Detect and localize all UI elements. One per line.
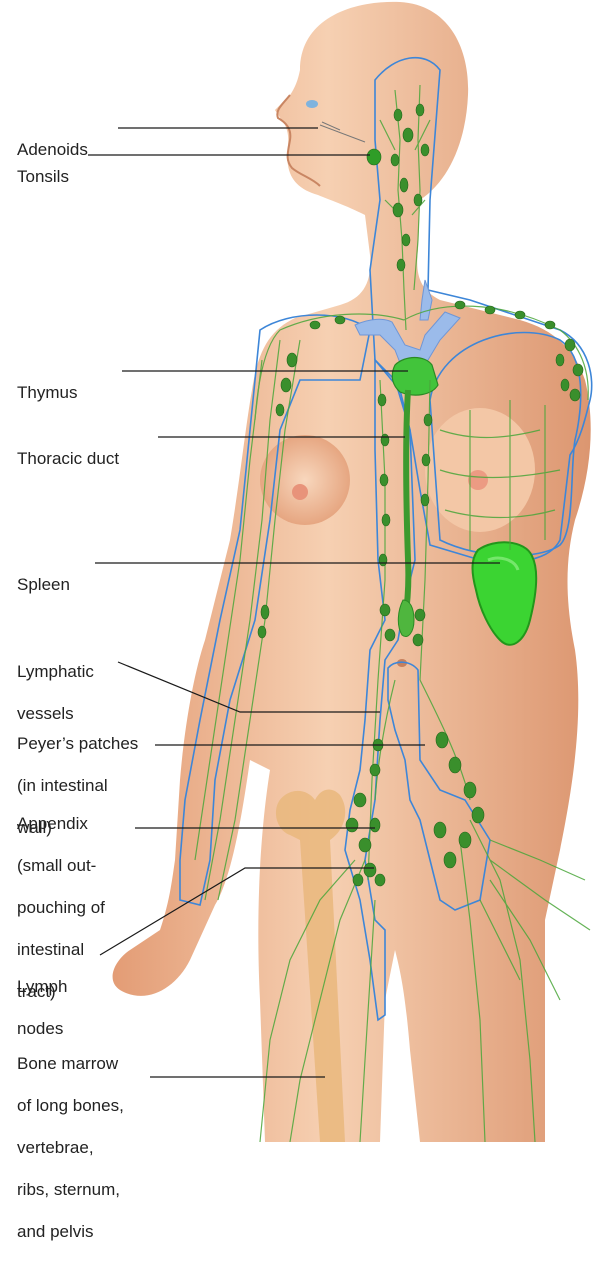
label-tonsils-line-1: Tonsils bbox=[17, 166, 69, 187]
label-thymus-line-1: Thymus bbox=[17, 382, 77, 403]
breast-left bbox=[260, 435, 350, 525]
label-bone-marrow-line-2: of long bones, bbox=[17, 1095, 124, 1116]
label-spleen: Spleen bbox=[17, 553, 70, 616]
label-bone-marrow-line-3: vertebrae, bbox=[17, 1137, 124, 1158]
label-spleen-line-1: Spleen bbox=[17, 574, 70, 595]
label-lymphatic-vessels-line-1: Lymphatic bbox=[17, 661, 94, 682]
label-thoracic-duct-line-1: Thoracic duct bbox=[17, 448, 119, 469]
label-bone-marrow: Bone marrow of long bones, vertebrae, ri… bbox=[17, 1032, 124, 1263]
label-bone-marrow-line-4: ribs, sternum, bbox=[17, 1179, 124, 1200]
label-appendix-line-2: (small out- bbox=[17, 855, 105, 876]
label-lymph-nodes-line-1: Lymph bbox=[17, 976, 67, 997]
eye bbox=[306, 100, 318, 108]
nipple-left bbox=[292, 484, 308, 500]
label-appendix-line-3: pouching of bbox=[17, 897, 105, 918]
label-bone-marrow-line-5: and pelvis bbox=[17, 1221, 124, 1242]
nipple-right bbox=[468, 470, 488, 490]
label-bone-marrow-line-1: Bone marrow bbox=[17, 1053, 124, 1074]
thymus-organ bbox=[392, 358, 438, 396]
label-thoracic-duct: Thoracic duct bbox=[17, 427, 119, 490]
lymphatic-system-diagram: Adenoids Tonsils Thymus Thoracic duct Sp… bbox=[0, 0, 602, 1142]
label-tonsils: Tonsils bbox=[17, 145, 69, 208]
label-appendix-line-1: Appendix bbox=[17, 813, 105, 834]
label-peyers-patches-line-1: Peyer’s patches bbox=[17, 733, 138, 754]
tonsil-node bbox=[367, 149, 381, 165]
label-thymus: Thymus bbox=[17, 361, 77, 424]
